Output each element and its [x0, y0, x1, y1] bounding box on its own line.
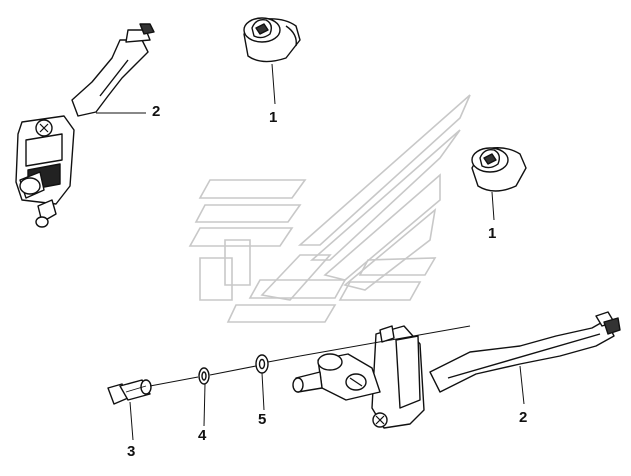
- callout-washer-small: 4: [198, 427, 207, 444]
- callout-bumper-right: 1: [488, 225, 497, 242]
- leader-line-bumper-top: [271, 63, 276, 105]
- callout-check-arm-lower: 2: [519, 409, 528, 426]
- assembly-axis: [149, 325, 471, 387]
- washer-small: [198, 367, 210, 385]
- watermark-logo: [188, 94, 471, 323]
- door-check-upper: [15, 23, 155, 228]
- leader-line-washer-large: [261, 372, 265, 411]
- leader-line-bumper-right: [491, 191, 495, 221]
- callout-washer-large: 5: [258, 411, 267, 428]
- leader-line-check-lower: [519, 365, 525, 405]
- callout-bumper-top: 1: [269, 109, 278, 126]
- callout-check-arm-upper: 2: [152, 103, 161, 120]
- callout-bolt: 3: [127, 443, 136, 460]
- washer-large: [255, 354, 269, 374]
- door-check-lower: [292, 311, 621, 429]
- leader-line-washer-small: [203, 383, 206, 427]
- leader-line-bolt: [129, 401, 134, 441]
- bolt: [107, 379, 152, 405]
- rubber-bumper-top: [243, 17, 301, 63]
- rubber-bumper-right: [471, 147, 527, 192]
